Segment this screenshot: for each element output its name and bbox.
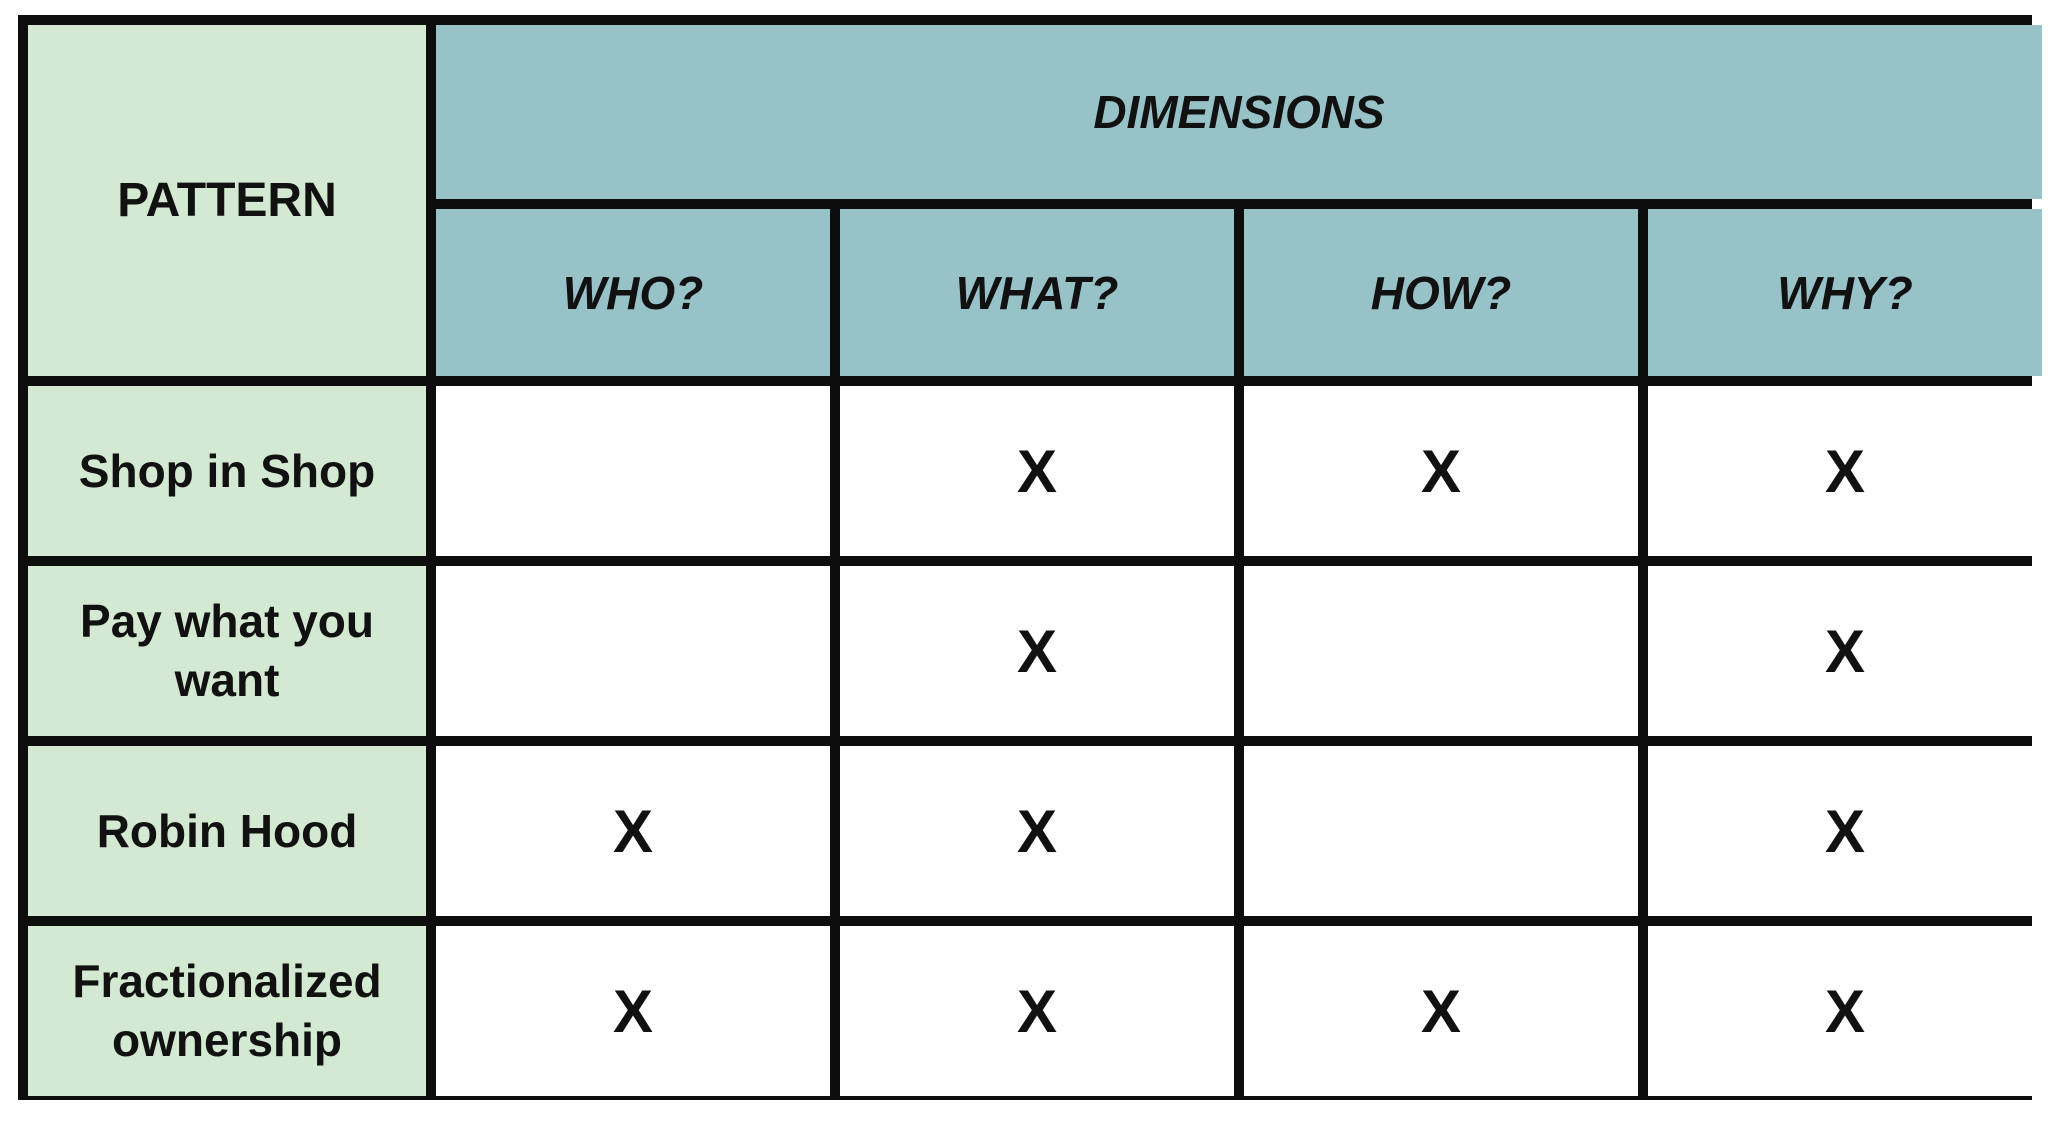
row-label-fractionalized-ownership: Fractionalized ownership [28,926,426,1096]
table-cell: X [840,566,1234,736]
row-label-line: Pay what you [80,595,374,648]
column-header-who: WHO? [436,209,830,376]
table-cell: X [436,746,830,916]
table-cell: X [1244,926,1638,1096]
column-header-how: HOW? [1244,209,1638,376]
table-cell: X [1244,386,1638,556]
column-header-why: WHY? [1648,209,2042,376]
table-cell: X [1648,566,2042,736]
table-cell: X [840,746,1234,916]
table-cell: X [840,386,1234,556]
row-label-line: want [174,654,280,706]
row-label-line: Shop in Shop [78,444,376,497]
table-cell [436,566,830,736]
row-label-line: Robin Hood [96,804,358,857]
row-label-line: ownership [111,1014,343,1066]
table-cell [1244,746,1638,916]
row-label-pay-what-you-want: Pay what you want [28,566,426,736]
row-label-line: Fractionalized [72,955,382,1008]
column-header-what: WHAT? [840,209,1234,376]
table-cell: X [1648,746,2042,916]
table-cell: X [840,926,1234,1096]
row-label-shop-in-shop: Shop in Shop [28,386,426,556]
pattern-header: PATTERN [28,25,426,376]
pattern-dimension-table: PATTERN DIMENSIONS WHO? WHAT? HOW? WHY? … [18,15,2042,1100]
table-cell [436,386,830,556]
table-cell: X [1648,386,2042,556]
dimensions-header: DIMENSIONS [436,25,2042,199]
table-cell [1244,566,1638,736]
table-cell: X [1648,926,2042,1096]
row-label-robin-hood: Robin Hood [28,746,426,916]
table-cell: X [436,926,830,1096]
